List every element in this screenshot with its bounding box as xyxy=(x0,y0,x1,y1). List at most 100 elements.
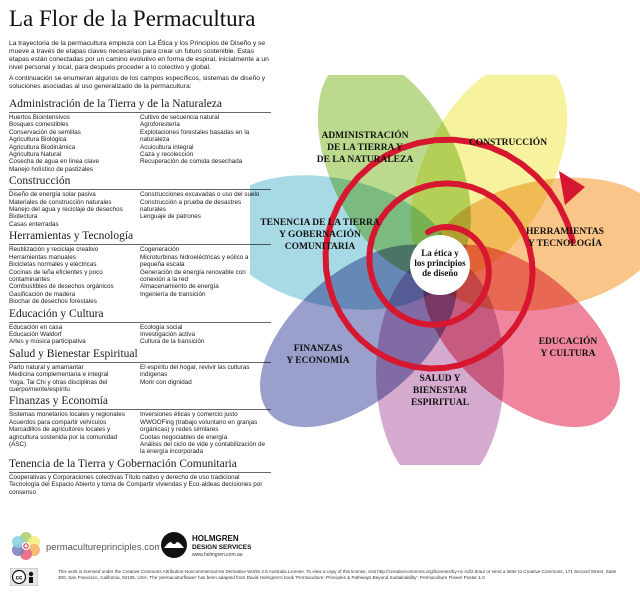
list-item: Cosecha de agua en línea clave xyxy=(9,158,99,166)
list-item: Combustibles de desechos orgánicos xyxy=(9,283,114,291)
list-item: Agricultura Biológica xyxy=(9,136,67,144)
intro: La trayectoria de la permacultura empiez… xyxy=(9,40,271,95)
list-item: Artes y música participativa xyxy=(9,338,86,346)
cc-text: cc xyxy=(16,576,23,582)
list-item: Diseño de energía solar pasiva xyxy=(9,191,96,199)
section-column: Sistemas monetarios locales y regionales… xyxy=(9,411,140,455)
list-item: Marcadillos de agricultores locales y ag… xyxy=(9,426,118,448)
list-item: Caza y recolección xyxy=(140,151,194,159)
section-column: El espíritu del hogar, revivir las cultu… xyxy=(140,364,271,394)
list-item: Cultivo de secuencia natural xyxy=(140,114,220,121)
list-item: Manejo holístico de pastizales xyxy=(9,165,94,173)
list-item: Agricultura Natural xyxy=(9,151,62,159)
petal-label: EDUCACIÓN xyxy=(539,335,598,347)
list-item: El espíritu del hogar, revivir las cultu… xyxy=(140,363,250,379)
logo-text: permacultureprinciples.com xyxy=(46,542,160,553)
list-item: Huertos Biointensivos xyxy=(9,114,70,121)
list-item: Biotectura xyxy=(9,213,38,221)
holmgren-name: HOLMGREN xyxy=(192,534,239,543)
flower-logo-icon xyxy=(12,532,40,560)
list-item: Análisis del ciclo de vide y contabiliza… xyxy=(140,441,265,456)
holmgren-emblem-icon xyxy=(161,532,187,558)
section-heading: Herramientas y Tecnología xyxy=(9,230,271,246)
petal-label: ADMINISTRACIÓN xyxy=(321,129,408,141)
list-item: Conservación de semillas xyxy=(9,128,81,136)
section-heading: Salud y Bienestar Espiritual xyxy=(9,348,271,363)
section-heading: Tenencia de la Tierra y Gobernación Comu… xyxy=(9,458,271,473)
petal-label: ESPIRITUAL xyxy=(411,398,469,408)
center-label: los principios xyxy=(414,258,466,268)
intro-paragraph-1: La trayectoria de la permacultura empiez… xyxy=(9,40,269,72)
section: Administración de la Tierra y de la Natu… xyxy=(9,98,271,173)
page-title: La Flor de la Permacultura xyxy=(9,6,256,31)
permaculture-principles-logo: permacultureprinciples.com xyxy=(12,532,160,560)
list-item: Materiales de construcción naturales xyxy=(9,198,112,206)
list-item: Ingeniería de transición xyxy=(140,290,206,298)
list-item: Microturbinas hidroeléctricas y eólico a… xyxy=(140,253,249,269)
list-item: Sistemas monetarios locales y regionales xyxy=(9,411,125,419)
center-label: La ética y xyxy=(421,248,459,258)
petal-label: COMUNITARIA xyxy=(285,242,356,252)
list-item: Parto natural y amamantar xyxy=(9,363,84,371)
petal-label: DE LA NATURALEZA xyxy=(317,155,414,165)
petal-label: TENENCIA DE LA TIERRA xyxy=(260,218,380,228)
holmgren-logo: HOLMGREN DESIGN SERVICES www.holmgren.co… xyxy=(161,532,252,558)
petal-label: SALUD Y xyxy=(419,374,460,384)
list-item: Cultura de la transición xyxy=(140,338,205,346)
petal-label: FINANZAS xyxy=(294,344,343,354)
list-item: Tecnología del Espacio Abierto y toma de… xyxy=(9,481,263,496)
list-item: WWOOFing (trabajo voluntario en granjas … xyxy=(140,418,258,434)
intro-paragraph-2: A continuación se enumeran algunos de lo… xyxy=(9,75,266,91)
list-item: Gasificación de madera xyxy=(9,290,76,298)
list-item: Acuerdos para compartir vehículos xyxy=(9,418,107,426)
list-item: Medicina complementaria e integral xyxy=(9,371,109,379)
list-item: Ecología social xyxy=(140,323,183,331)
creative-commons-icon: cc xyxy=(10,568,38,586)
petal-label: BIENESTAR xyxy=(413,386,467,396)
list-item: Educación Waldorf xyxy=(9,330,62,338)
list-item: Cuotas negociables de energía xyxy=(140,433,228,441)
holmgren-url: www.holmgren.com.au xyxy=(192,552,243,558)
petal-label: Y ECONOMÍA xyxy=(286,354,349,366)
section-heading: Administración de la Tierra y de la Natu… xyxy=(9,98,271,113)
list-item: Explotaciones forestales basadas en la n… xyxy=(140,128,250,144)
list-item: Inversiones éticas y comercio justo xyxy=(140,411,238,419)
center-label: de diseño xyxy=(422,268,458,278)
list-item: Casas enterradas xyxy=(9,220,59,228)
list-item: Acuicultura integral xyxy=(140,143,194,151)
section: Tenencia de la Tierra y Gobernación Comu… xyxy=(9,458,271,496)
list-item: Generación de energía renovable con cone… xyxy=(140,268,246,283)
spiral-arrow-icon xyxy=(559,171,585,205)
section-heading: Finanzas y Economía xyxy=(9,395,271,411)
list-item: Yoga, Tai Chi y otras disciplinas del cu… xyxy=(9,378,108,393)
list-item: Manejo del agua y reciclaje de desechos xyxy=(9,206,123,214)
list-item: Almacenamiento de energía xyxy=(140,283,219,291)
list-item: Agroforestería xyxy=(140,121,180,129)
holmgren-subtitle: DESIGN SERVICES xyxy=(192,544,252,551)
petal-label: Y TECNOLOGÍA xyxy=(528,237,602,249)
list-item: Bosques comestibles xyxy=(9,121,69,129)
spiral-path xyxy=(322,136,576,372)
petal-label: DE LA TIERRA Y xyxy=(327,143,403,153)
petal-label: Y GOBERNACIÓN xyxy=(279,228,361,240)
fields-list: Administración de la Tierra y de la Natu… xyxy=(9,98,271,498)
petal-label: HERRAMIENTAS xyxy=(526,227,604,237)
center-circle xyxy=(410,235,470,295)
section-heading: Educación y Cultura xyxy=(9,308,271,323)
petal-label: Y CULTURA xyxy=(541,349,596,359)
section-heading: Construcción xyxy=(9,175,271,191)
list-item: Biochar de desechos forestales xyxy=(9,298,97,306)
list-item: Agricultura Biodinámica xyxy=(9,143,76,151)
list-item: Lenguaje de patrones xyxy=(140,213,201,221)
section-body: Cooperativas y Corporaciones colectivas … xyxy=(9,474,271,496)
